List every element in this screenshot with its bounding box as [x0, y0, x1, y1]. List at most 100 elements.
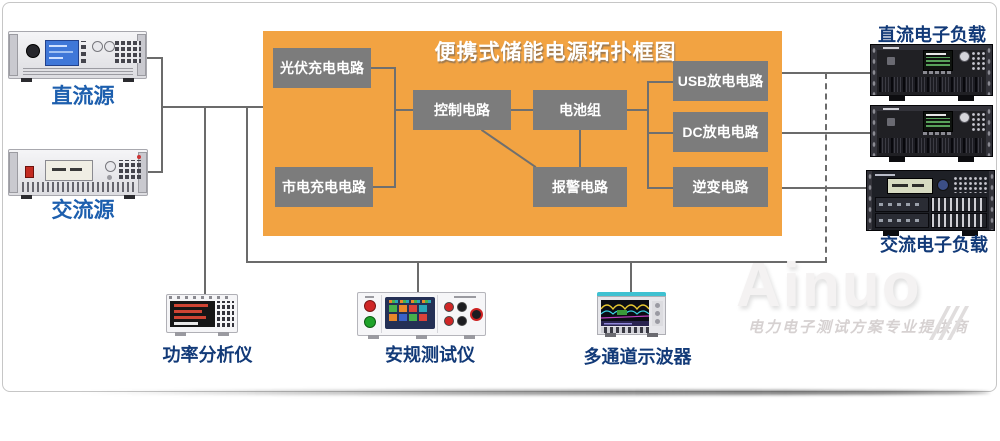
rack-ear	[9, 152, 18, 193]
screen-tile	[409, 314, 417, 321]
terminal-black	[457, 316, 467, 326]
device-foot	[605, 333, 616, 337]
load-display	[923, 50, 953, 71]
dc-source-screen	[45, 40, 79, 66]
top-strip	[877, 106, 986, 111]
dc-load-device-2	[870, 105, 993, 162]
power-knob	[26, 44, 40, 58]
device-foot	[368, 335, 379, 339]
device-foot	[647, 333, 658, 337]
power-analyzer-label: 功率分析仪	[162, 345, 253, 365]
display-line	[926, 53, 946, 55]
rack-ear	[989, 171, 994, 230]
terminal-red	[444, 302, 454, 312]
load-knob	[959, 51, 970, 62]
lcd-text-mark	[70, 168, 82, 171]
vent-grid	[931, 197, 987, 212]
screen-icon-row	[389, 300, 431, 303]
top-button-strip	[169, 296, 233, 299]
scope-knob	[655, 311, 660, 316]
panel-divider	[437, 295, 438, 333]
topology-panel: 便携式储能电源拓扑框图 光伏充电电路 市电充电电路 控制电路 电池组 报警电路 …	[263, 31, 782, 236]
hv-terminal	[470, 308, 483, 321]
load-knob	[937, 179, 949, 191]
wire-dashed-load-bus	[825, 73, 827, 263]
scope-knob	[655, 319, 660, 324]
device-foot	[175, 332, 186, 336]
device-foot	[464, 335, 475, 339]
connector-row	[601, 327, 649, 333]
oscilloscope-label: 多通道示波器	[583, 347, 692, 367]
wire-to-inverter	[647, 187, 673, 189]
wire-mains-out	[373, 186, 395, 188]
device-foot	[218, 332, 229, 336]
device-foot	[21, 78, 32, 82]
vent-grille	[23, 67, 133, 75]
device-foot	[962, 230, 978, 236]
rack-ear	[871, 106, 877, 156]
keypad	[953, 176, 987, 193]
label-mark	[365, 296, 374, 298]
wire-control-alarm-diagonal	[480, 129, 537, 169]
display-line	[926, 114, 946, 116]
adjust-knob	[105, 161, 116, 172]
screen-tile	[399, 305, 407, 312]
ac-source-device	[8, 149, 148, 199]
indicator-led	[137, 155, 141, 159]
screen-tile	[419, 314, 427, 321]
safety-tester-label: 安规测试仪	[385, 345, 475, 365]
screen-tile	[389, 305, 397, 312]
wire-to-ac-load	[782, 187, 868, 189]
ac-load-device	[866, 170, 995, 236]
terminal-red	[444, 316, 454, 326]
emblem	[887, 57, 895, 65]
wire-to-usb	[647, 81, 673, 83]
dc-load-label: 直流电子负载	[878, 25, 986, 45]
small-knob	[107, 175, 112, 180]
rack-ear	[867, 171, 872, 230]
scope-screen	[600, 300, 650, 326]
wire-pv-out	[371, 67, 395, 69]
block-dc-discharge: DC放电电路	[673, 112, 768, 152]
display-bars	[926, 118, 950, 127]
dc-load-device-1	[870, 44, 993, 101]
wire-to-dc-load-2	[782, 132, 873, 134]
wire-to-control	[394, 109, 413, 111]
tester-touchscreen	[385, 297, 435, 329]
wire-drop-oscilloscope	[630, 262, 632, 293]
keypad	[119, 160, 141, 179]
wire-battery-out	[626, 109, 648, 111]
screen-line	[49, 51, 73, 53]
dc-source-device	[8, 31, 147, 82]
brand-mark	[875, 174, 895, 176]
wire-battery-alarm	[579, 130, 581, 167]
wire-drop-safety-tester	[417, 262, 419, 293]
red-readout	[174, 316, 206, 319]
rack-ear	[986, 106, 992, 156]
wire-to-dc-load-1	[782, 72, 873, 74]
keypad	[115, 41, 141, 63]
wire-ac-source-out	[145, 171, 163, 173]
block-control: 控制电路	[413, 90, 511, 130]
device-foot	[124, 195, 135, 199]
module-marks	[879, 219, 923, 222]
screen-tile	[409, 305, 417, 312]
device-foot	[416, 335, 427, 339]
device-foot	[883, 230, 899, 236]
vent-grid	[879, 77, 984, 92]
top-strip	[877, 45, 986, 50]
panel-title: 便携式储能电源拓扑框图	[434, 41, 677, 64]
device-foot	[123, 78, 134, 82]
ac-source-label: 交流源	[51, 199, 115, 222]
wire-charge-vertical	[394, 67, 396, 188]
block-mains-charging: 市电充电电路	[275, 167, 373, 207]
card-shadow	[70, 390, 990, 395]
vent-grid	[879, 138, 984, 153]
watermark-slogan: 电力电子测试方案专业提供商	[748, 319, 970, 336]
rack-ear	[9, 34, 18, 76]
watermark-brand: Ainuo	[736, 251, 922, 320]
screen-tile	[399, 314, 407, 321]
wire-measure-bus	[246, 261, 827, 263]
device-foot	[889, 156, 905, 162]
